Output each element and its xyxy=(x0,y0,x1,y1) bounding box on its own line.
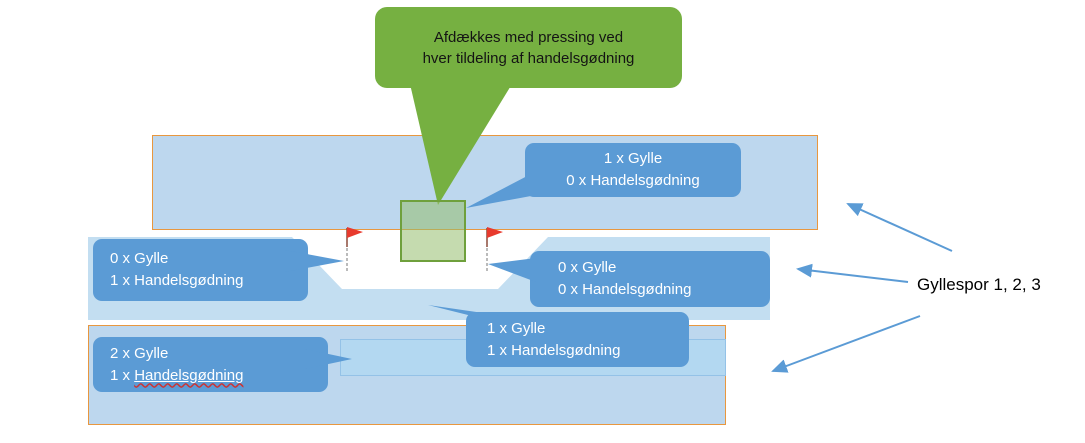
callout-line-2: 1 x Handelsgødning xyxy=(487,341,621,359)
callout-line-1: 0 x Gylle xyxy=(558,259,617,276)
callout-line-2: 1 x Handelsgødning xyxy=(110,272,244,289)
misspelled-word: Handelsgødning xyxy=(134,366,244,384)
callout-gylle-center-bottom: 1 x Gylle 1 x Handelsgødning xyxy=(466,312,689,367)
callout-line-1: 2 x Gylle xyxy=(110,344,169,362)
callout-gylle-left: 0 x Gylle 1 x Handelsgødning xyxy=(93,239,308,301)
callout-gylle-top-right: 1 x Gylle 0 x Handelsgødning xyxy=(525,143,741,197)
green-callout-line-1: Afdækkes med pressing ved xyxy=(433,28,624,46)
callout-gylle-bottom-left: 2 x Gylle 1 x Handelsgødning xyxy=(93,337,328,392)
callout-line-1: 1 x Gylle xyxy=(487,319,546,337)
callout-line-2: 1 x Handelsgødning xyxy=(110,365,243,387)
callout-line-1: 0 x Gylle xyxy=(110,250,169,267)
callout-line-2-prefix: 1 x xyxy=(110,366,135,384)
arrow-icon-strip-2 xyxy=(796,263,909,283)
callout-line-1: 1 x Gylle xyxy=(603,150,663,167)
pressing-square xyxy=(400,200,466,262)
callout-line-2: 0 x Handelsgødning xyxy=(558,281,692,298)
arrow-icon-strip-1 xyxy=(846,203,953,252)
gyllespor-label: Gyllespor 1, 2, 3 xyxy=(917,275,1041,294)
arrow-icon-strip-3 xyxy=(771,315,921,373)
green-callout: Afdækkes med pressing ved hver tildeling… xyxy=(375,7,682,88)
callout-gylle-center-right: 0 x Gylle 0 x Handelsgødning xyxy=(530,251,770,307)
callout-line-2: 0 x Handelsgødning xyxy=(566,172,700,189)
green-callout-line-2: hver tildeling af handelsgødning xyxy=(422,49,635,67)
